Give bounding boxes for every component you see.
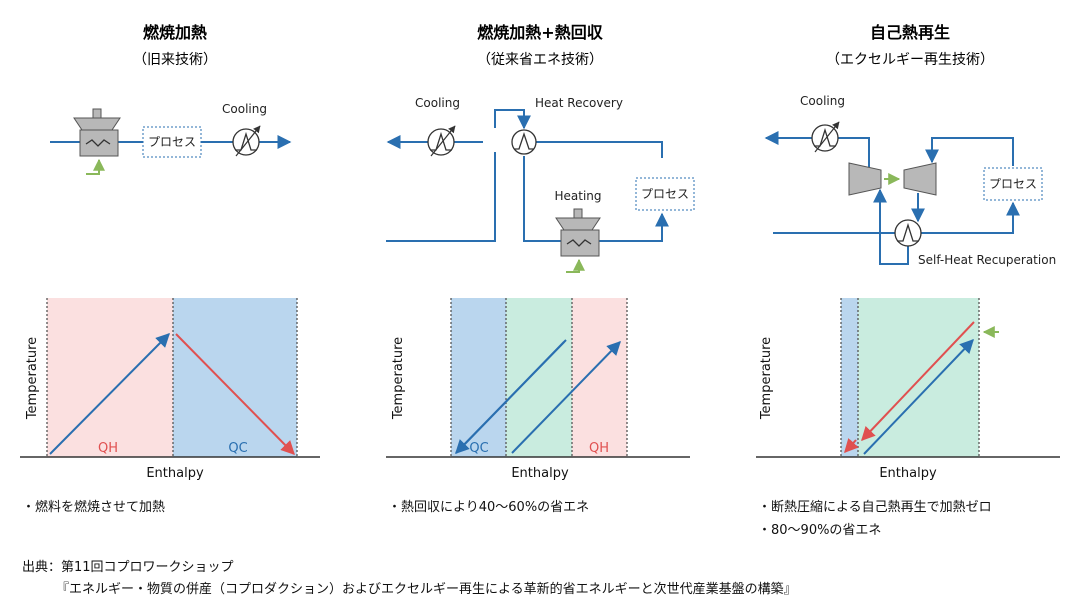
temperature-enthalpy-chart: QC QH Enthalpy Temperature [386, 298, 690, 481]
y-axis-label: Temperature [759, 337, 774, 420]
process-to-compressor-line [925, 137, 1014, 166]
note-line: ・断熱圧縮による自己熱再生で加熱ゼロ [758, 499, 992, 515]
hot-stream-curve [455, 339, 567, 455]
region-qh [47, 298, 173, 457]
process-box [983, 167, 1043, 201]
region-qc [451, 298, 506, 457]
x-axis-label: Enthalpy [511, 466, 569, 481]
region-label-qc: QC [228, 441, 247, 456]
region-cooling [841, 298, 858, 457]
note-line: ・80～90%の省エネ [758, 523, 881, 538]
feed-to-process-line [921, 201, 1020, 234]
process-label: プロセス [989, 177, 1037, 191]
process-box [142, 126, 202, 158]
temperature-enthalpy-chart: QH QC Enthalpy Temperature [20, 298, 320, 481]
note-line: ・燃料を燃焼させて加熱 [22, 499, 165, 515]
cold-stream-curve [863, 338, 974, 455]
heat-exchanger-icon [811, 121, 840, 153]
heating-label: Heating [554, 189, 601, 203]
region-qc [173, 298, 297, 457]
temperature-enthalpy-chart: Enthalpy Temperature [756, 298, 1060, 481]
compressor-icon [903, 162, 937, 196]
region-label-qh: QH [98, 441, 118, 456]
panel-subtitle: （旧来技術） [133, 52, 217, 68]
panel-combustion-heating: 燃焼加熱 （旧来技術） プロセス Cooling [20, 23, 320, 515]
heat-recovery-exchanger-icon [511, 129, 537, 155]
hot-stream-curve [861, 321, 975, 442]
recuperation-label: Self-Heat Recuperation [918, 253, 1056, 267]
note-line: ・熱回収により40～60%の省エネ [388, 500, 589, 515]
region-label-qh: QH [589, 441, 609, 456]
process-return-line [538, 141, 663, 158]
hot-stream-cooling-curve [844, 437, 859, 454]
furnace-icon [555, 208, 601, 257]
cooling-label: Cooling [222, 102, 267, 116]
y-axis-label: Temperature [25, 337, 40, 420]
panel-title: 燃焼加熱 [143, 23, 207, 42]
process-label: プロセス [641, 187, 689, 201]
cooling-label: Cooling [800, 94, 845, 108]
source-title: 『エネルギー・物質の併産（コプロダクション）およびエクセルギー再生による革新的省… [56, 581, 797, 597]
region-qh [572, 298, 627, 457]
hot-stream-line [494, 109, 531, 130]
panel-subtitle: （従来省エネ技術） [477, 52, 603, 68]
recuperator-icon [894, 219, 922, 247]
fuel-arrow [566, 258, 585, 273]
cooling-curve [175, 333, 295, 455]
panel-self-heat-recuperation: 自己熱再生 （エクセルギー再生技術） Cooling Self-Heat Re [756, 23, 1060, 538]
x-axis-label: Enthalpy [146, 466, 204, 481]
expander-feed-line [873, 188, 909, 265]
outlet-flow-line [764, 131, 870, 167]
process-box [635, 177, 695, 211]
heating-curve [49, 333, 170, 455]
region-recovered [506, 298, 572, 457]
heat-exchanger-icon [232, 125, 261, 157]
x-axis-label: Enthalpy [879, 466, 937, 481]
y-axis-label: Temperature [391, 337, 406, 420]
furnace-icon [73, 108, 121, 157]
cooling-label: Cooling [415, 96, 460, 110]
panel-heat-recovery: 燃焼加熱+熱回収 （従来省エネ技術） Cooling Heat Recovery [386, 23, 695, 515]
region-label-qc: QC [469, 441, 488, 456]
source-citation: 出典：第11回コプロワークショップ [22, 560, 234, 575]
heat-exchanger-icon [427, 125, 456, 157]
cold-stream-curve [511, 340, 621, 454]
panel-title: 燃焼加熱+熱回収 [477, 23, 603, 42]
expander-icon [848, 162, 882, 196]
panel-subtitle: （エクセルギー再生技術） [826, 52, 994, 68]
region-recuperated [858, 298, 979, 457]
fuel-arrow [86, 158, 105, 175]
panel-title: 自己熱再生 [870, 23, 950, 42]
process-label: プロセス [148, 135, 196, 149]
inlet-flow-line [386, 152, 496, 242]
heat-recovery-label: Heat Recovery [535, 96, 623, 110]
